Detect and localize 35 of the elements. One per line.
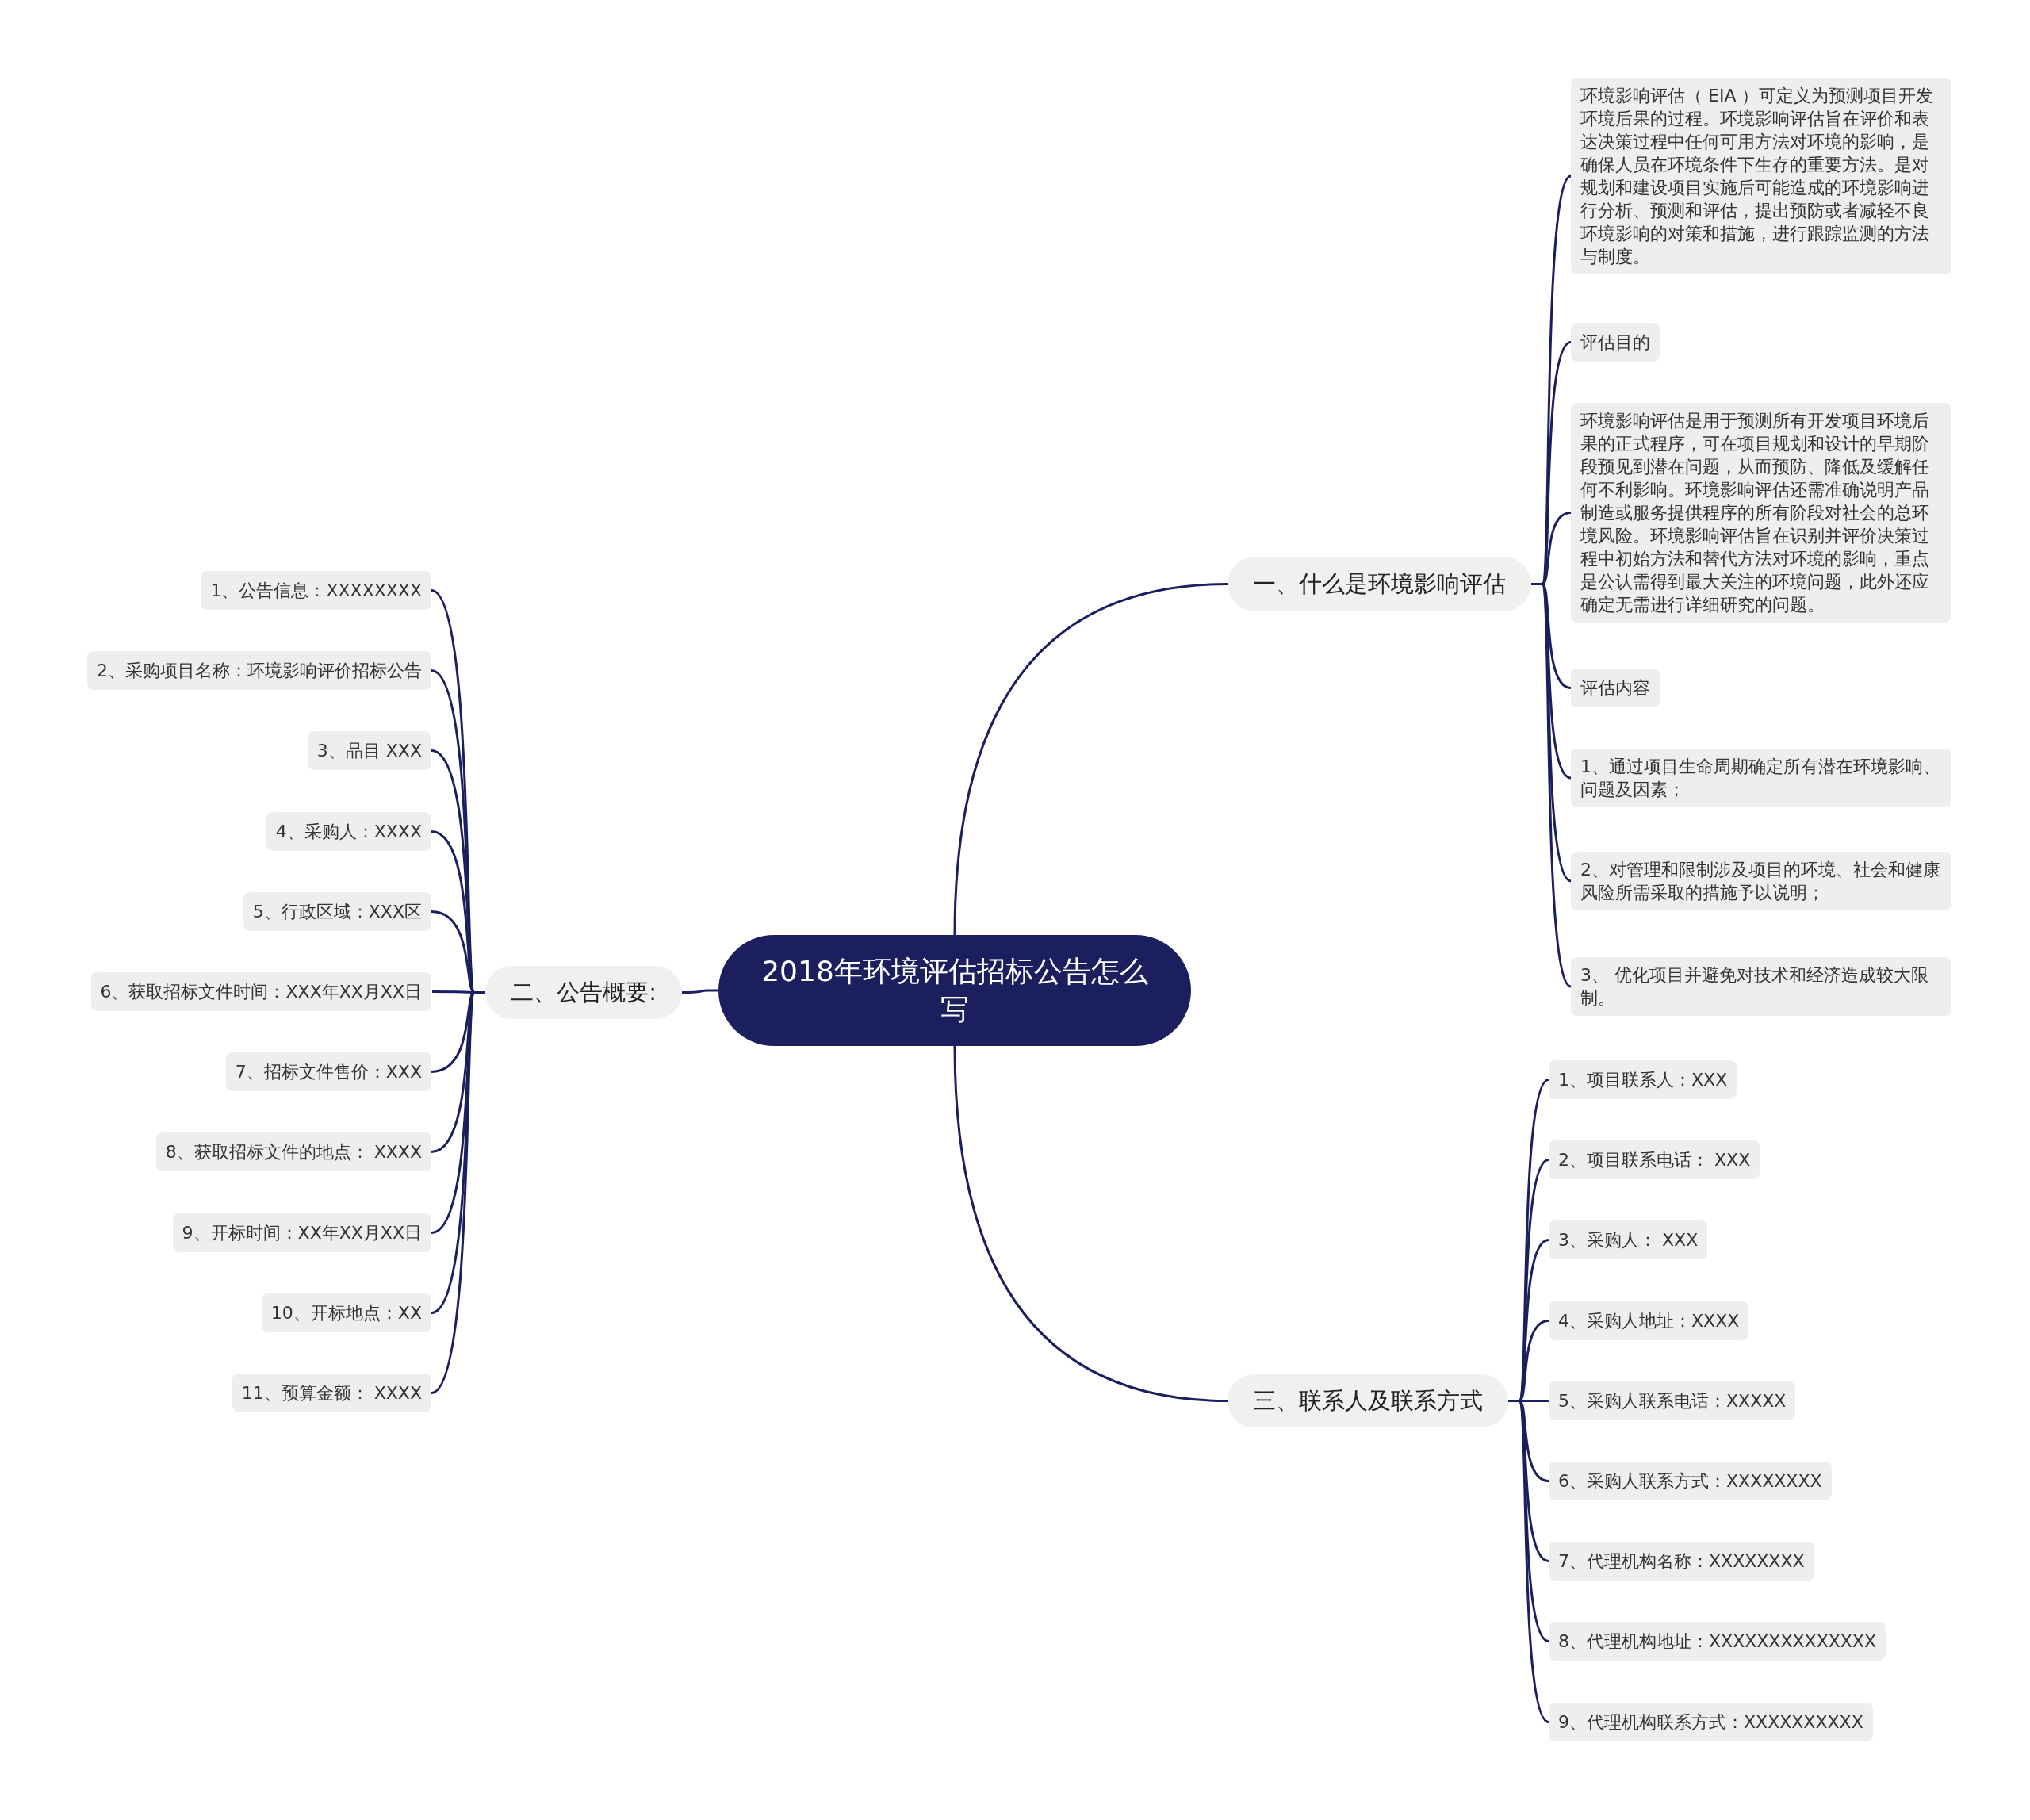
- leaf-topic: 评估目的: [1571, 323, 1660, 362]
- leaf-topic: 5、采购人联系电话：XXXXX: [1549, 1381, 1796, 1420]
- connector-line: [953, 1045, 1228, 1402]
- leaf-topic: 3、品目 XXX: [307, 731, 431, 770]
- leaf-topic: 1、项目联系人：XXX: [1549, 1060, 1737, 1099]
- leaf-topic: 1、公告信息：XXXXXXXX: [201, 571, 431, 610]
- branch-topic: 一、什么是环境影响评估: [1228, 557, 1531, 611]
- connector-line: [682, 989, 718, 994]
- leaf-topic: 6、获取招标文件时间：XXX年XX月XX日: [90, 972, 431, 1011]
- text-topic: 环境影响评估是用于预测所有开发项目环境后果的正式程序，可在项目规划和设计的早期阶段预见到潜在问题，从而预防、降低及缓解任何不利影响。环境影响评估还需准确说明产品制造或服务提供程序的所有阶段对社会的总环境风险。环境影响评估旨在识别并评价决策过程中初始方法和替代方法对环境的影响，重点是公认需得到最大关注的环境问题，此外还应确定无需进行详细研究的问题。: [1571, 403, 1951, 623]
- text-topic: 2、对管理和限制涉及项目的环境、社会和健康风险所需采取的措施予以说明；: [1571, 852, 1951, 910]
- leaf-topic: 4、采购人：XXXX: [266, 812, 431, 851]
- leaf-topic: 6、采购人联系方式：XXXXXXXX: [1549, 1462, 1832, 1500]
- connector-line: [953, 583, 1228, 936]
- leaf-topic: 11、预算金额： XXXX: [232, 1374, 431, 1412]
- leaf-topic: 7、代理机构名称：XXXXXXXX: [1549, 1542, 1814, 1581]
- leaf-topic: 2、采购项目名称：环境影响评价招标公告: [87, 651, 431, 690]
- text-topic: 1、通过项目生命周期确定所有潜在环境影响、问题及因素；: [1571, 749, 1951, 807]
- central-topic: 2018年环境评估招标公告怎么写: [718, 935, 1191, 1046]
- branch-topic: 二、公告概要:: [485, 966, 682, 1019]
- branch-topic: 三、联系人及联系方式: [1228, 1374, 1508, 1427]
- leaf-topic: 5、行政区域：XXX区: [243, 892, 431, 931]
- leaf-topic: 8、代理机构地址：XXXXXXXXXXXXXX: [1549, 1622, 1886, 1661]
- leaf-topic: 7、招标文件售价：XXX: [225, 1052, 431, 1091]
- leaf-topic: 2、项目联系电话： XXX: [1549, 1140, 1760, 1179]
- leaf-topic: 3、采购人： XXX: [1549, 1220, 1708, 1259]
- text-topic: 环境影响评估（ EIA ）可定义为预测项目开发环境后果的过程。环境影响评估旨在评价和表达决策过程中任何可用方法对环境的影响，是确保人员在环境条件下生存的重要方法。是对规划和建设项目实施后可能造成的环境影响进行分析、预测和评估，提出预防或者减轻不良环境影响的对策和措施，进行跟踪监测的方法与制度。: [1571, 78, 1951, 274]
- leaf-topic: 评估内容: [1571, 669, 1660, 707]
- text-topic: 3、 优化项目并避免对技术和经济造成较大限制。: [1571, 957, 1951, 1016]
- leaf-topic: 8、获取招标文件的地点： XXXX: [155, 1132, 431, 1171]
- connector-line: [1508, 1400, 1550, 1723]
- leaf-topic: 9、开标时间：XX年XX月XX日: [172, 1213, 431, 1252]
- leaf-topic: 9、代理机构联系方式：XXXXXXXXXX: [1549, 1703, 1873, 1741]
- leaf-topic: 10、开标地点：XX: [261, 1293, 431, 1332]
- leaf-topic: 4、采购人地址：XXXX: [1549, 1301, 1749, 1340]
